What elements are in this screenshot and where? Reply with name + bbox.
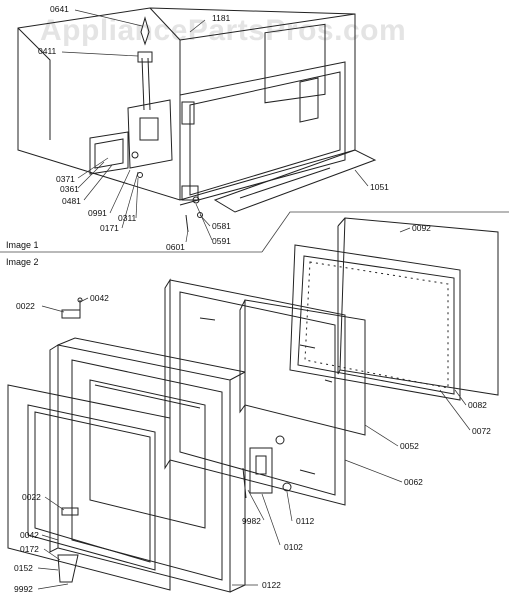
part-callout[interactable]: 0601 xyxy=(166,242,185,252)
part-callout[interactable]: 0112 xyxy=(296,516,315,526)
door-small-parts xyxy=(57,297,83,583)
part-callout[interactable]: 1181 xyxy=(212,13,231,23)
part-callout[interactable]: 9982 xyxy=(242,516,261,526)
leader-lines-image2 xyxy=(37,227,471,590)
leader-lines-image1 xyxy=(61,9,369,243)
part-callout[interactable]: 0371 xyxy=(56,174,75,184)
door-glass-outer xyxy=(337,217,499,396)
part-callout[interactable]: 0481 xyxy=(62,196,81,206)
part-callout[interactable]: 0361 xyxy=(60,184,79,194)
part-callout[interactable]: 9992 xyxy=(14,584,33,594)
part-callout[interactable]: 1051 xyxy=(370,182,389,192)
oven-cabinet xyxy=(17,7,377,213)
door-interlock-assembly xyxy=(242,435,292,499)
door-frame xyxy=(164,278,346,506)
image-frames xyxy=(0,211,509,253)
part-callout[interactable]: 0172 xyxy=(20,544,39,554)
part-callout[interactable]: 0082 xyxy=(468,400,487,410)
part-callout[interactable]: 0171 xyxy=(100,223,119,233)
part-callout[interactable]: 0052 xyxy=(400,441,419,451)
section-label-image1: Image 1 xyxy=(6,240,39,250)
latch-assembly xyxy=(89,16,203,233)
part-callout[interactable]: 0641 xyxy=(50,4,69,14)
part-callout[interactable]: 0092 xyxy=(412,223,431,233)
door-window-frame xyxy=(7,384,171,591)
part-callout[interactable]: 0022 xyxy=(22,492,41,502)
part-callout[interactable]: 0311 xyxy=(118,213,137,223)
part-callout[interactable]: 0072 xyxy=(472,426,491,436)
part-callout[interactable]: 0991 xyxy=(88,208,107,218)
section-label-image2: Image 2 xyxy=(6,257,39,267)
part-callout[interactable]: 0122 xyxy=(262,580,281,590)
part-callout[interactable]: 0102 xyxy=(284,542,303,552)
door-outer-frame xyxy=(49,337,246,593)
part-callout[interactable]: 0411 xyxy=(38,46,57,56)
door-screen-panel xyxy=(239,299,366,436)
part-callout[interactable]: 0042 xyxy=(90,293,109,303)
part-callout[interactable]: 0062 xyxy=(404,477,423,487)
part-callout[interactable]: 0152 xyxy=(14,563,33,573)
part-callout[interactable]: 0581 xyxy=(212,221,231,231)
door-choke-gasket xyxy=(289,244,461,401)
part-callout[interactable]: 0022 xyxy=(16,301,35,311)
part-callout[interactable]: 0591 xyxy=(212,236,231,246)
part-callout[interactable]: 0042 xyxy=(20,530,39,540)
